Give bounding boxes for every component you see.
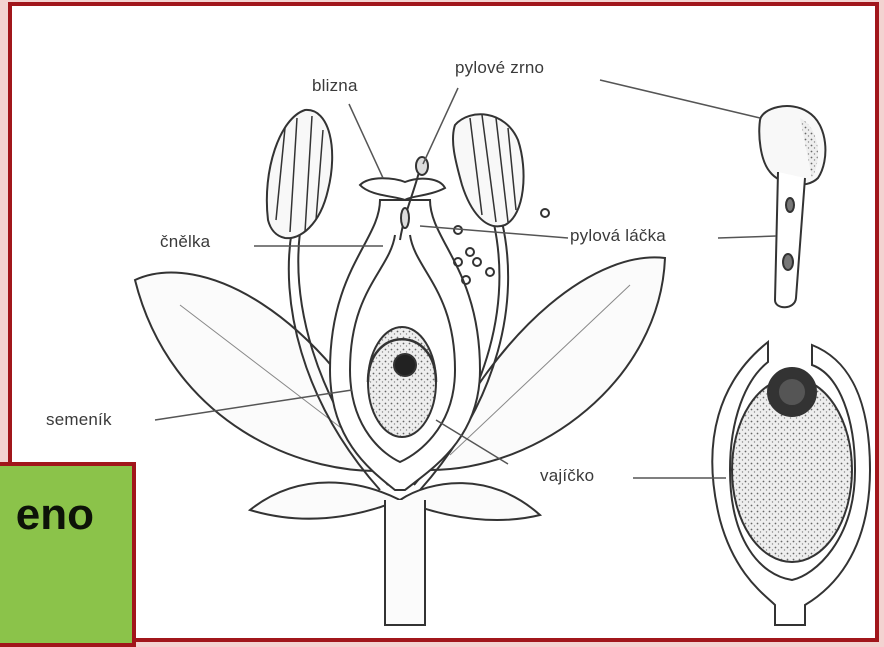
- ovule: [368, 327, 436, 437]
- stem: [385, 500, 425, 625]
- label-vajicko: vajíčko: [540, 466, 594, 486]
- label-pylove-zrno: pylové zrno: [455, 58, 544, 78]
- label-blizna: blizna: [312, 76, 358, 96]
- green-badge: eno: [0, 462, 136, 647]
- pollen-tube-detail: [775, 172, 805, 307]
- right-anther: [453, 114, 524, 226]
- label-pylova-lacka: pylová láčka: [570, 226, 666, 246]
- stigma: [360, 178, 445, 200]
- badge-text: eno: [16, 490, 94, 540]
- label-semenik: semeník: [46, 410, 112, 430]
- label-cnelka: čnělka: [160, 232, 210, 252]
